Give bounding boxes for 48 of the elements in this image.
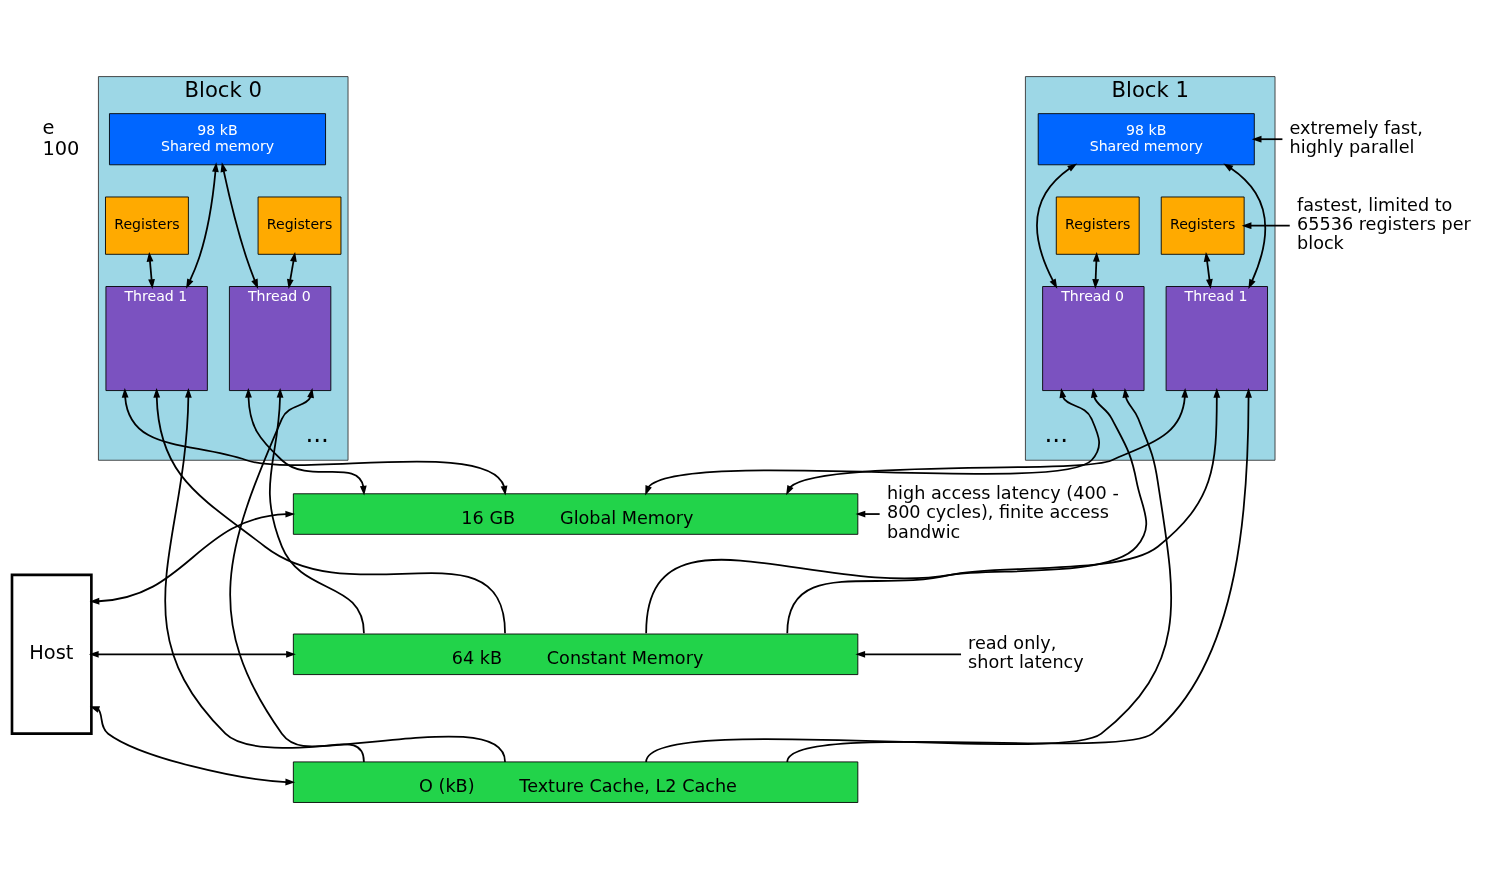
node-text: fastest, limited to 65536 registers per block	[1297, 194, 1471, 254]
label: ...	[305, 419, 329, 449]
arrow	[121, 387, 508, 496]
node-box: Thread 1	[105, 286, 208, 391]
node-box: 98 kB Shared memory	[109, 113, 326, 166]
node-box: 64 kB Constant Memory	[292, 633, 859, 676]
arrow	[286, 251, 297, 289]
arrow	[146, 251, 155, 289]
node-box: Registers	[1160, 196, 1245, 255]
node-box: 98 kB Shared memory	[1037, 113, 1255, 166]
arrow	[89, 706, 296, 786]
arrow	[1203, 251, 1213, 289]
arrow	[1251, 135, 1284, 143]
arrow	[1223, 163, 1267, 289]
arrow	[89, 510, 296, 605]
node-text: read only, short latency	[968, 633, 1084, 673]
node-box: Thread 0	[1042, 286, 1145, 391]
arrow	[88, 650, 296, 658]
arrow	[1092, 251, 1100, 289]
arrow	[786, 387, 1221, 634]
label: e 100	[42, 115, 80, 160]
arrow	[220, 162, 259, 289]
arrow	[855, 510, 881, 518]
arrow	[186, 162, 219, 289]
arrow	[645, 387, 1173, 763]
arrow	[245, 387, 367, 496]
node-box: O (kB) Texture Cache, L2 Cache	[292, 761, 859, 803]
arrow	[645, 387, 1148, 634]
arrow	[786, 387, 1252, 763]
arrow	[1241, 222, 1291, 230]
node-text: extremely fast, highly parallel	[1289, 117, 1423, 158]
arrow	[153, 387, 506, 634]
arrow	[229, 387, 365, 763]
arrow	[786, 387, 1189, 496]
node-text: high access latency (400 - 800 cycles), finite access bandwic	[886, 483, 1119, 542]
arrow	[269, 387, 365, 634]
node-box: Host	[10, 573, 93, 735]
node-box: Registers	[1055, 196, 1140, 255]
node-box: Registers	[105, 196, 189, 255]
label: ...	[1044, 419, 1069, 449]
arrow	[1036, 163, 1078, 289]
node-box: Thread 0	[228, 286, 332, 391]
node-box: 16 GB Global Memory	[292, 493, 859, 535]
arrow	[645, 387, 1100, 496]
node-box: Registers	[257, 196, 342, 255]
node-box: Thread 1	[1165, 286, 1268, 391]
arrow	[164, 387, 506, 763]
arrow	[855, 650, 962, 658]
